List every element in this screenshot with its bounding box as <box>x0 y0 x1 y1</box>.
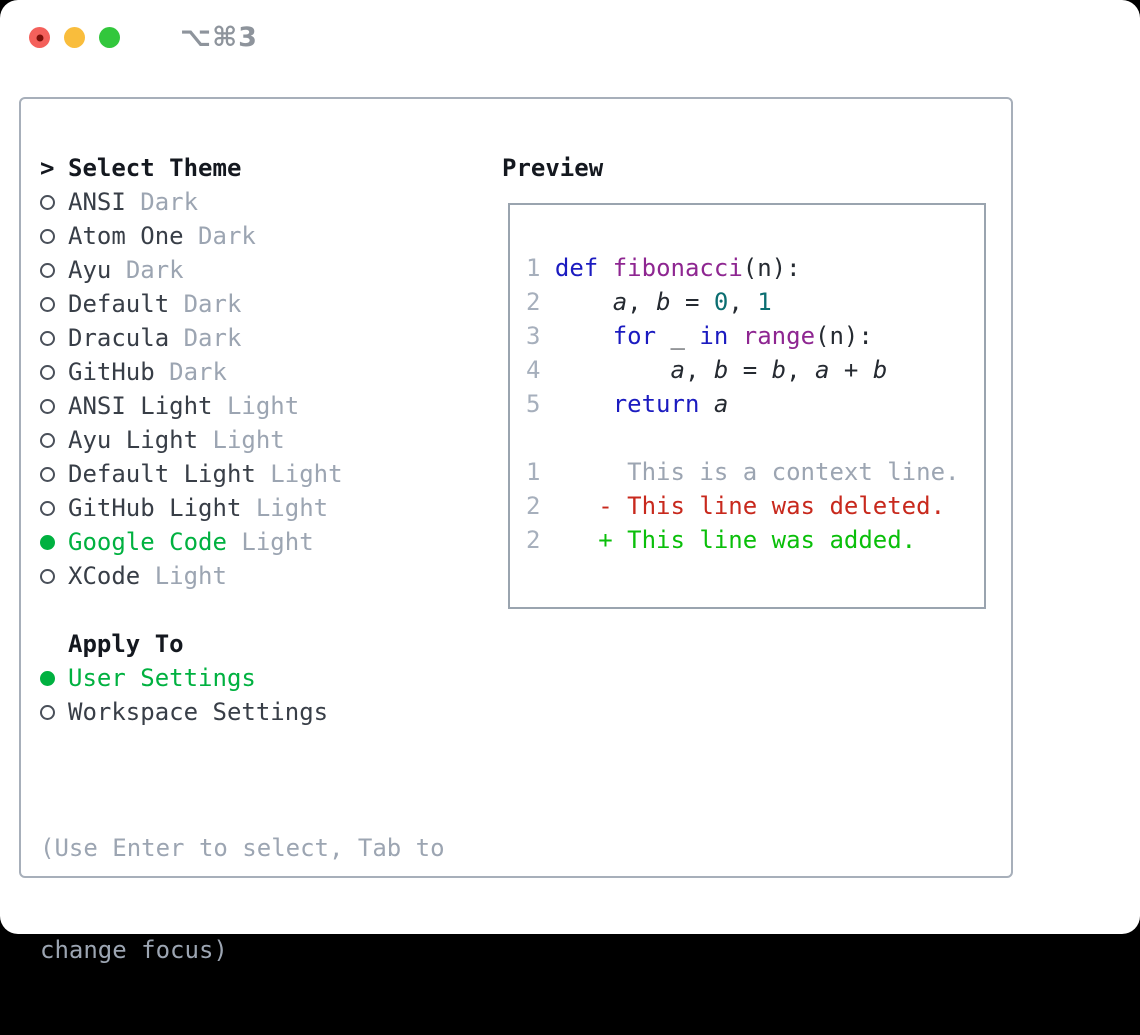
select-theme-header: > Select Theme <box>40 151 445 185</box>
option-label: ANSI <box>68 188 126 216</box>
radio-unselected-icon <box>40 365 55 380</box>
spacer <box>40 593 445 627</box>
apply-to-option[interactable]: Workspace Settings <box>40 695 445 729</box>
option-label: XCode <box>68 562 140 590</box>
theme-variant-label: Dark <box>184 290 242 318</box>
theme-option[interactable]: Ayu Dark <box>40 253 445 287</box>
radio-unselected-icon <box>40 705 55 720</box>
theme-variant-label: Light <box>256 494 328 522</box>
radio-unselected-icon <box>40 297 55 312</box>
theme-option[interactable]: XCode Light <box>40 559 445 593</box>
minimize-button[interactable] <box>64 27 85 48</box>
option-label: ANSI Light <box>68 392 213 420</box>
preview-label: Preview <box>502 151 603 185</box>
theme-option[interactable]: ANSI Light Light <box>40 389 445 423</box>
radio-unselected-icon <box>40 467 55 482</box>
theme-variant-label: Light <box>270 460 342 488</box>
radio-unselected-icon <box>40 195 55 210</box>
theme-variant-label: Dark <box>169 358 227 386</box>
modified-dot-icon <box>36 34 43 41</box>
code-line: 3 for _ in range(n): <box>526 319 974 353</box>
theme-option[interactable]: GitHub Dark <box>40 355 445 389</box>
theme-variant-label: Light <box>213 426 285 454</box>
code-line: 1 def fibonacci(n): <box>526 251 974 285</box>
radio-unselected-icon <box>40 433 55 448</box>
radio-unselected-icon <box>40 331 55 346</box>
diff-line: 2 + This line was added. <box>526 523 974 557</box>
theme-option[interactable]: Dracula Dark <box>40 321 445 355</box>
diff-line: 1 This is a context line. <box>526 455 974 489</box>
theme-variant-label: Dark <box>198 222 256 250</box>
option-label: Default <box>68 290 169 318</box>
zoom-button[interactable] <box>99 27 120 48</box>
option-label: GitHub Light <box>68 494 241 522</box>
titlebar: ⌥⌘3 <box>0 0 1140 75</box>
option-label: User Settings <box>68 664 256 692</box>
theme-variant-label: Dark <box>184 324 242 352</box>
theme-option[interactable]: Atom One Dark <box>40 219 445 253</box>
spacer <box>40 729 445 763</box>
theme-variant-label: Dark <box>126 256 184 284</box>
theme-variant-label: Light <box>227 392 299 420</box>
theme-variant-label: Light <box>241 528 313 556</box>
code-line: 2 a, b = 0, 1 <box>526 285 974 319</box>
theme-option[interactable]: ANSI Dark <box>40 185 445 219</box>
code-line: 5 return a <box>526 387 974 421</box>
option-label: Ayu <box>68 256 111 284</box>
radio-unselected-icon <box>40 501 55 516</box>
radio-unselected-icon <box>40 229 55 244</box>
help-line-2: change focus) <box>40 933 445 967</box>
theme-option[interactable]: GitHub Light Light <box>40 491 445 525</box>
option-label: Default Light <box>68 460 256 488</box>
theme-variant-label: Dark <box>140 188 198 216</box>
radio-selected-icon <box>40 535 55 550</box>
help-line-1: (Use Enter to select, Tab to <box>40 831 445 865</box>
radio-unselected-icon <box>40 399 55 414</box>
close-button[interactable] <box>29 27 50 48</box>
select-theme-label: Select Theme <box>68 154 241 182</box>
help-text: (Use Enter to select, Tab to change focu… <box>40 763 445 1035</box>
apply-to-option[interactable]: User Settings <box>40 661 445 695</box>
theme-option[interactable]: Default Dark <box>40 287 445 321</box>
theme-variant-label: Light <box>155 562 227 590</box>
option-label: Workspace Settings <box>68 698 328 726</box>
option-label: Dracula <box>68 324 169 352</box>
diff-line: 2 - This line was deleted. <box>526 489 974 523</box>
apply-to-header: Apply To <box>40 627 445 661</box>
option-label: GitHub <box>68 358 155 386</box>
radio-selected-icon <box>40 671 55 686</box>
theme-option[interactable]: Google Code Light <box>40 525 445 559</box>
option-label: Atom One <box>68 222 184 250</box>
window-title: ⌥⌘3 <box>180 22 258 53</box>
apply-to-label: Apply To <box>68 630 184 658</box>
radio-unselected-icon <box>40 569 55 584</box>
option-label: Google Code <box>68 528 227 556</box>
theme-option[interactable]: Default Light Light <box>40 457 445 491</box>
option-label: Ayu Light <box>68 426 198 454</box>
radio-unselected-icon <box>40 263 55 278</box>
theme-option[interactable]: Ayu Light Light <box>40 423 445 457</box>
cursor-icon: > <box>40 154 54 182</box>
code-line: 4 a, b = b, a + b <box>526 353 974 387</box>
